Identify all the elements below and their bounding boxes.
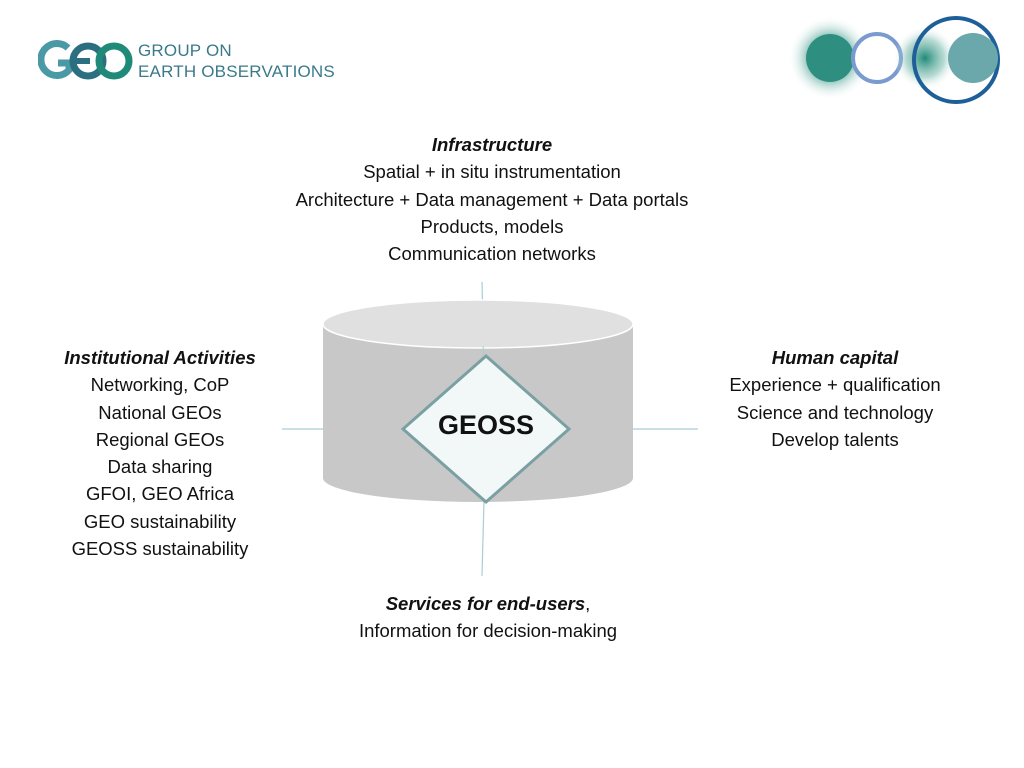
- human-capital-item: Experience + qualification: [729, 374, 941, 396]
- institutional-item: National GEOs: [98, 401, 222, 423]
- services-heading-line: Services for end-users,: [288, 590, 688, 617]
- human-capital-item: Science and technology: [736, 401, 934, 423]
- human-capital-block: Human capital Experience + qualification…: [690, 344, 980, 453]
- services-block: Services for end-users, Information for …: [288, 590, 688, 645]
- services-heading: Services for end-users: [385, 593, 586, 614]
- decorative-circles-icon: [788, 16, 1000, 104]
- geo-logo-mark-icon: [38, 40, 133, 80]
- institutional-item: GFOI, GEO Africa: [85, 483, 235, 505]
- infrastructure-item: Architecture + Data management + Data po…: [295, 188, 689, 210]
- institutional-activities-heading: Institutional Activities: [64, 347, 256, 368]
- logo-line-1: GROUP ON: [138, 41, 232, 60]
- services-heading-suffix: ,: [585, 593, 591, 614]
- infrastructure-heading: Infrastructure: [431, 134, 553, 155]
- infrastructure-block: Infrastructure Spatial + in situ instrum…: [212, 131, 772, 267]
- institutional-item: Data sharing: [107, 456, 213, 478]
- geoss-diamond: [400, 354, 572, 504]
- infrastructure-item: Products, models: [420, 215, 564, 237]
- institutional-activities-block: Institutional Activities Networking, CoP…: [20, 344, 300, 562]
- human-capital-item: Develop talents: [771, 428, 899, 450]
- services-item: Information for decision-making: [358, 620, 618, 642]
- institutional-item: GEO sustainability: [83, 510, 237, 532]
- human-capital-heading: Human capital: [771, 347, 899, 368]
- geoss-center-label: GEOSS: [437, 410, 535, 440]
- institutional-item: GEOSS sustainability: [71, 538, 249, 560]
- infrastructure-item: Communication networks: [388, 243, 596, 265]
- infrastructure-item: Spatial + in situ instrumentation: [363, 161, 621, 183]
- logo-line-2: EARTH OBSERVATIONS: [138, 62, 335, 81]
- geo-logo: GROUP ON EARTH OBSERVATIONS: [38, 38, 338, 88]
- axis-vertical-bottom: [481, 499, 485, 577]
- database-cylinder: [322, 299, 634, 502]
- geo-logo-text: GROUP ON EARTH OBSERVATIONS: [138, 40, 335, 82]
- institutional-item: Regional GEOs: [95, 428, 225, 450]
- institutional-item: Networking, CoP: [90, 374, 230, 396]
